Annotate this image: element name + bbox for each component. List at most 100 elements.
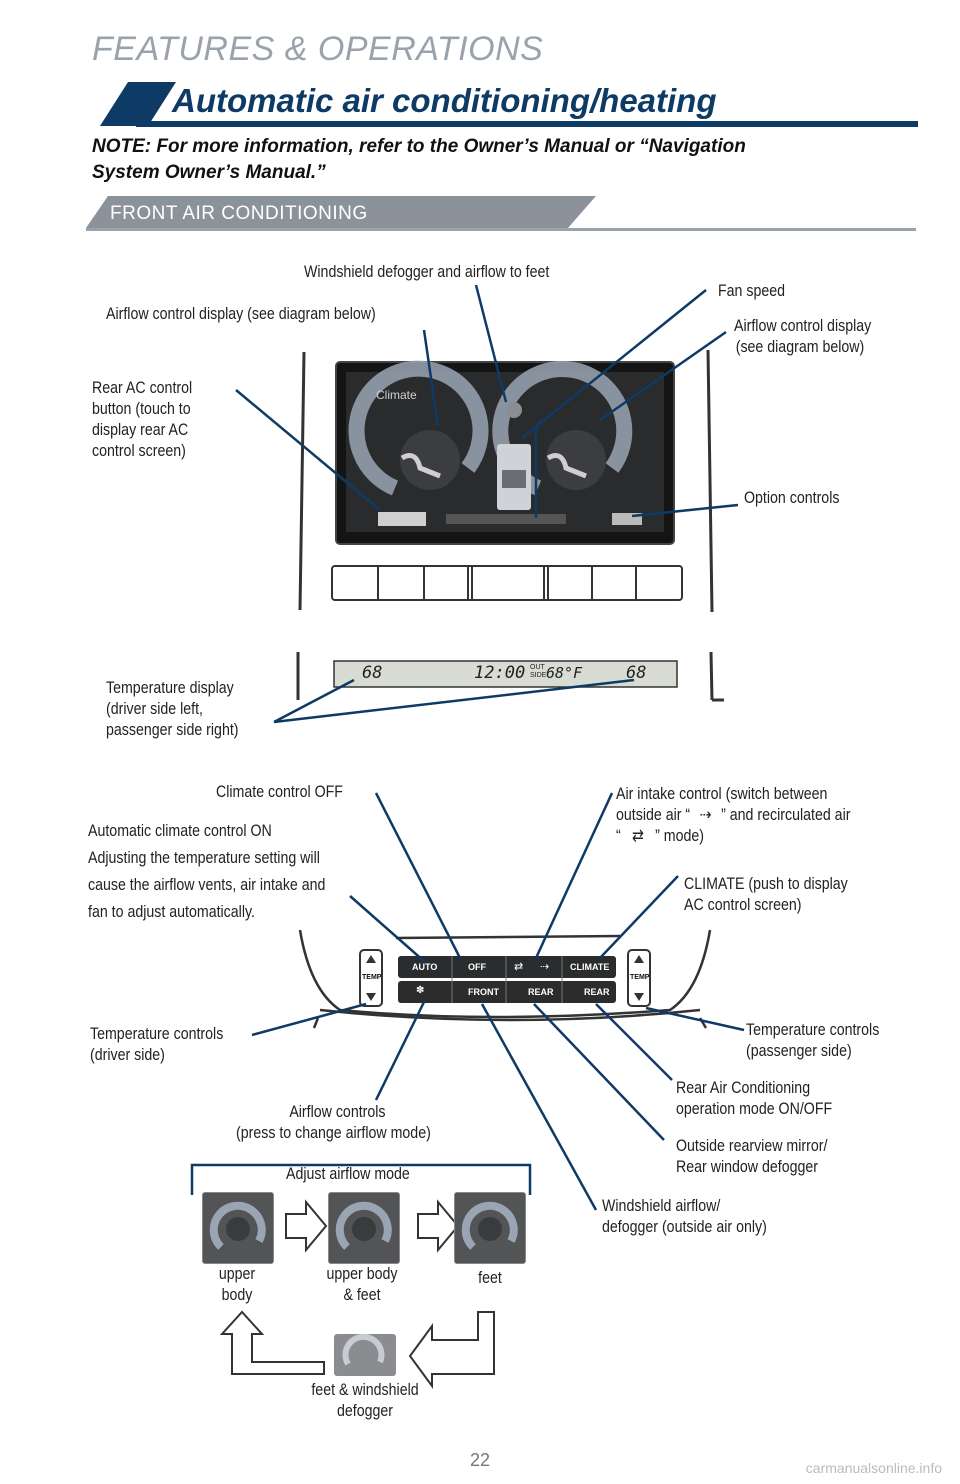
note-line-1: NOTE: For more information, refer to the… [92,136,746,157]
callout-lines [235,284,745,1211]
fan-icon[interactable]: ✽ [416,985,425,996]
label-airflow-controls: Airflow controls (press to change airflo… [236,1102,431,1144]
auto-button[interactable]: AUTO [412,962,438,972]
readout-clock: 12:00 [474,663,526,683]
dash-bezel [296,349,724,702]
label-windshield-defogger-feet: Windshield defogger and airflow to feet [304,263,550,281]
temp-driver-button[interactable]: TEMP [362,974,382,981]
front-defog-button[interactable]: FRONT [468,987,499,997]
readout-outside-temp: 68°F [546,664,583,682]
label-line: control screen) [92,442,186,460]
page-number: 22 [469,1450,491,1470]
outside-air-car-icon: ⇢ [699,806,712,824]
readout-passenger-temp: 68 [626,663,647,683]
climate-button[interactable]: CLIMATE [570,962,610,972]
label-line: Rear AC control [92,379,193,397]
label-line: (passenger side) [746,1042,852,1060]
label-line: Rear window defogger [676,1158,818,1176]
mode-upper-body-label: upper body [202,1264,273,1306]
label-line: Temperature controls [90,1025,224,1043]
readout-outside-label: OUT SIDE [530,664,546,680]
arrow-return-left-icon [219,1310,325,1375]
label-option-controls: Option controls [744,489,840,507]
label-line: Airflow control display [734,317,872,335]
label-line: (see diagram below) [735,338,865,356]
off-button[interactable]: OFF [468,962,486,972]
label-airflow-display-right: Airflow control display (see diagram bel… [734,316,871,358]
mode-feet-image [454,1192,526,1264]
label-line: (driver side) [90,1046,165,1064]
label-part: outside air “ [616,806,691,824]
label-line: button (touch to [92,400,191,418]
touch-screen [335,360,675,545]
label-line: Automatic climate control ON [88,822,272,840]
mode-upper-feet-image [328,1192,400,1264]
label-rear-ac-mode: Rear Air Conditioning operation mode ON/… [676,1078,832,1120]
hard-button-row [331,565,683,601]
label-temp-driver: Temperature controls (driver side) [90,1024,223,1066]
mode-feet-windshield-label: feet & windshield defogger [301,1380,430,1422]
readout-out-top: OUT [530,664,545,671]
label-line: Adjusting the temperature setting will [88,849,320,867]
label-line: (driver side left, [106,700,204,718]
mode-upper-feet-label: upper body & feet [312,1264,412,1306]
arrow-return-right-icon [408,1311,495,1390]
label-airflow-display-left: Airflow control display (see diagram bel… [106,305,376,323]
label-part: ” and recirculated air [721,806,851,824]
recirculate-car-icon[interactable]: ⇄ [514,961,524,973]
mode-feet-windshield-image [334,1333,396,1376]
subsection-banner [86,196,916,231]
label-line: passenger side right) [106,721,239,739]
screen-title: Climate [376,388,417,402]
label-mirror-defogger: Outside rearview mirror/ Rear window def… [676,1136,827,1178]
note-text: NOTE: For more information, refer to the… [92,134,892,186]
recirculate-car-icon: ⇄ [631,827,644,845]
label-line: Airflow controls [289,1103,386,1121]
label-rear-ac-button: Rear AC control button (touch to display… [92,378,192,462]
note-line-2: System Owner’s Manual.” [92,162,326,183]
label-climate-off: Climate control OFF [216,783,343,801]
subsection-title: FRONT AIR CONDITIONING [110,203,368,224]
arrow-right-icon [285,1199,328,1253]
label-windshield-airflow: Windshield airflow/ defogger (outside ai… [602,1196,767,1238]
rear-ac-button[interactable]: REAR [584,987,610,997]
label-line: Temperature controls [746,1021,880,1039]
label-line: & feet [343,1286,381,1304]
mode-diagram-heading: Adjust airflow mode [286,1165,410,1183]
label-line: defogger [336,1402,394,1420]
arrow-right-icon [417,1199,460,1253]
outside-air-car-icon[interactable]: ⇢ [540,961,550,973]
label-line: upper [218,1265,256,1283]
label-temperature-display: Temperature display (driver side left, p… [106,678,239,741]
title-banner [100,82,918,127]
temp-passenger-button[interactable]: TEMP [630,974,650,981]
label-line: feet & windshield [311,1381,419,1399]
label-line: Temperature display [106,679,234,697]
label-line: cause the airflow vents, air intake and [88,876,326,894]
label-line: operation mode ON/OFF [676,1100,833,1118]
page-title: Automatic air conditioning/heating [172,82,717,119]
label-line: CLIMATE (push to display [684,875,848,893]
label-line: Air intake control (switch between [616,785,828,803]
watermark: carmanualsonline.info [805,1460,942,1476]
section-heading: FEATURES & OPERATIONS [92,30,544,68]
label-temp-passenger: Temperature controls (passenger side) [746,1020,879,1062]
label-line: “ ⇄ ” mode) [616,826,850,847]
label-climate-button: CLIMATE (push to display AC control scre… [684,874,848,916]
label-air-intake: Air intake control (switch between outsi… [616,784,850,847]
label-line: Outside rearview mirror/ [676,1137,828,1155]
label-line: Windshield airflow/ [602,1197,721,1215]
mode-upper-body-image [202,1192,274,1264]
rear-defog-button[interactable]: REAR [528,987,554,997]
mode-feet-label: feet [478,1269,502,1287]
label-fan-speed: Fan speed [718,282,786,300]
label-part: “ [616,827,621,845]
label-auto-control: Automatic climate control ON Adjusting t… [88,818,325,926]
label-line: body [221,1286,253,1304]
label-line: outside air “ ⇢ ” and recirculated air [616,805,850,826]
label-part: ” mode) [655,827,705,845]
label-line: AC control screen) [684,896,802,914]
mode-bracket [190,1163,532,1195]
label-line: display rear AC [92,421,189,439]
